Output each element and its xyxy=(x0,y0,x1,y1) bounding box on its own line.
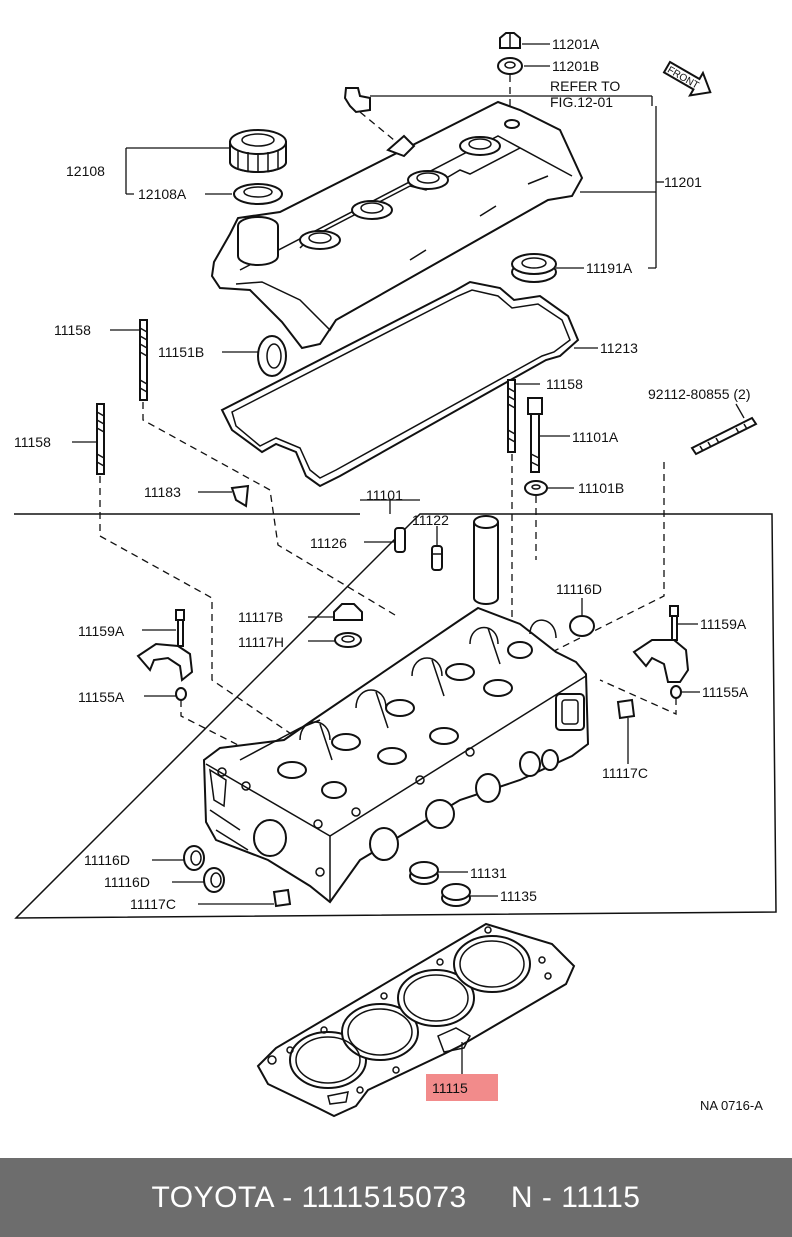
label-11158-right: 11158 xyxy=(546,376,583,392)
label-fig-ref: FIG.12-01 xyxy=(550,94,613,110)
label-11158-left: 11158 xyxy=(14,434,51,450)
footer-part-number: TOYOTA - 1111515073 xyxy=(151,1180,467,1214)
plug-11116d-bl2-icon xyxy=(203,867,225,893)
label-11201a: 11201A xyxy=(552,36,600,52)
filler-cap-gasket-icon xyxy=(233,183,283,205)
plug-11117b-icon xyxy=(333,603,363,621)
label-11155a-right: 11155A xyxy=(702,684,749,700)
head-gasket-icon xyxy=(256,922,576,1118)
pin-11122-icon xyxy=(431,545,443,571)
label-11135: 11135 xyxy=(500,888,537,904)
plug-11117c-bl-icon xyxy=(272,888,292,908)
footer-spacer xyxy=(467,1181,511,1215)
label-11117b: 11117B xyxy=(238,609,283,625)
bearing-cap-left-icon xyxy=(136,642,194,682)
washer-11155a-left-icon xyxy=(175,687,187,701)
label-11117c-right: 11117C xyxy=(602,765,648,781)
washer-11155a-right-icon xyxy=(670,685,682,699)
footer-bar: TOYOTA - 1111515073 N - 11115 xyxy=(0,1158,792,1237)
washer-11101b-icon xyxy=(524,480,548,496)
label-11101: 11101 xyxy=(366,487,403,503)
stud-11158-top-icon xyxy=(139,319,148,401)
plug-11117c-right-icon xyxy=(616,698,636,720)
label-11115: 11115 xyxy=(432,1080,468,1096)
stud-11158-right-icon xyxy=(507,379,516,453)
label-11126: 11126 xyxy=(310,535,347,551)
seal-11135-icon xyxy=(441,883,471,907)
plug-11116d-top-icon xyxy=(569,615,595,637)
bolt-11101a-icon xyxy=(527,397,543,473)
label-11191a: 11191A xyxy=(586,260,633,276)
gasket-11117h-icon xyxy=(334,632,362,648)
label-11159a-right: 11159A xyxy=(700,616,747,632)
label-11155a-left: 11155A xyxy=(78,689,125,705)
label-11117h: 11117H xyxy=(238,634,284,650)
plug-11183-icon xyxy=(230,484,250,508)
label-11101b: 11101B xyxy=(578,480,624,496)
label-11151b: 11151B xyxy=(158,344,204,360)
bearing-cap-right-icon xyxy=(632,639,690,683)
bolt-11159a-right-icon xyxy=(669,605,679,641)
stud-92112-icon xyxy=(690,416,758,456)
front-arrow-icon: FRONT xyxy=(662,60,712,97)
nut-11201a-icon xyxy=(499,32,521,49)
seal-11131-icon xyxy=(409,861,439,885)
label-11116d-top: 11116D xyxy=(556,581,602,597)
oil-seal-11151b-icon xyxy=(257,335,287,377)
pin-11126-icon xyxy=(394,527,406,553)
label-11116d-bl1: 11116D xyxy=(84,852,130,868)
label-refer-to: REFER TO xyxy=(550,78,620,94)
bolt-11159a-left-icon xyxy=(175,609,185,647)
oil-filler-cap-icon xyxy=(229,129,287,173)
parts-diagram: FRONT xyxy=(14,32,777,1118)
cylinder-head-cover-icon xyxy=(210,100,584,350)
label-11213: 11213 xyxy=(600,340,638,356)
cylinder-head-icon xyxy=(202,606,590,904)
label-11183: 11183 xyxy=(144,484,181,500)
footer-ref-code: N - 11115 xyxy=(510,1180,641,1214)
label-92112: 92112-80855 (2) xyxy=(648,386,750,402)
plug-11116d-bl1-icon xyxy=(183,845,205,871)
guide-tube-icon xyxy=(473,515,499,605)
label-11101a: 11101A xyxy=(572,429,619,445)
label-11201: 11201 xyxy=(664,174,702,190)
label-11117c-bl: 11117C xyxy=(130,896,176,912)
label-11158-top: 11158 xyxy=(54,322,91,338)
label-12108a: 12108A xyxy=(138,186,187,202)
label-11122: 11122 xyxy=(412,512,449,528)
group-frame xyxy=(14,513,777,919)
grommet-11191a-icon xyxy=(511,253,557,283)
label-11116d-bl2: 11116D xyxy=(104,874,150,890)
stud-11158-left-icon xyxy=(96,403,105,475)
label-11201b: 11201B xyxy=(552,58,599,74)
highlight-box xyxy=(426,1074,498,1101)
label-11159a-left: 11159A xyxy=(78,623,125,639)
head-cover-gasket-icon xyxy=(220,280,580,488)
label-11131: 11131 xyxy=(470,865,507,881)
diagram-code: NA 0716-A xyxy=(700,1098,763,1113)
washer-11201b-icon xyxy=(497,57,523,75)
vent-fitting-icon xyxy=(343,87,371,114)
label-12108: 12108 xyxy=(66,163,105,179)
